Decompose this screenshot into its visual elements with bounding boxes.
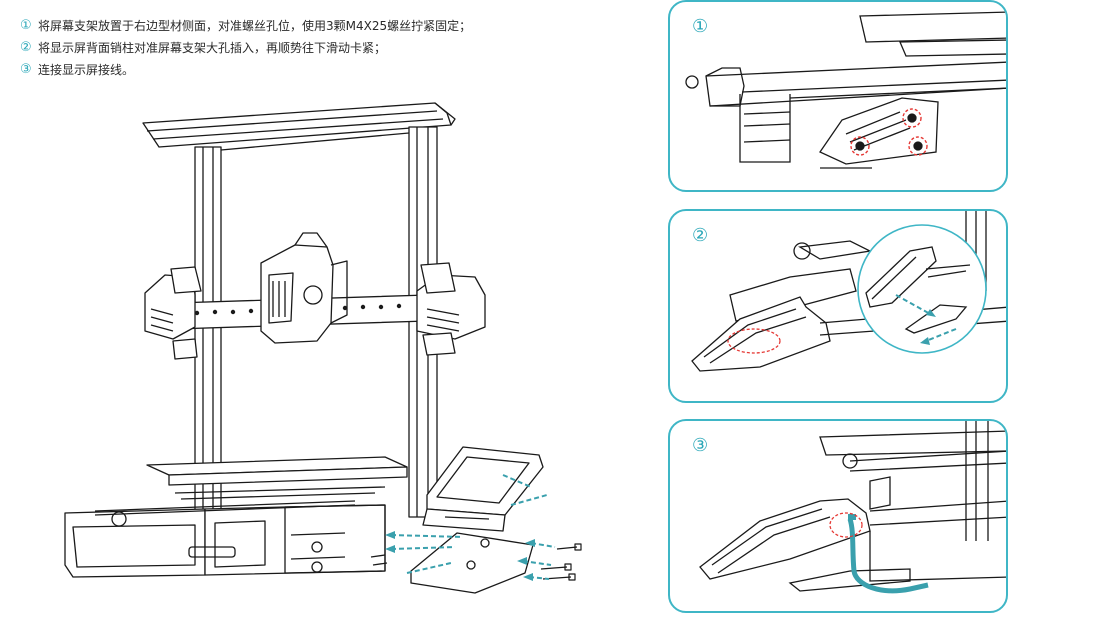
- detail-panel-1: ①: [668, 0, 1008, 192]
- cable-connect-detail: [699, 421, 1006, 594]
- step-2-number: ②: [20, 39, 32, 55]
- screen-mount-detail: [691, 211, 1006, 372]
- panel-2-badge: ②: [692, 225, 709, 246]
- step-1-number: ①: [20, 17, 32, 33]
- detail-panel-2: ②: [668, 209, 1008, 403]
- step-3: ③ 连接显示屏接线。: [20, 58, 640, 80]
- step-3-text: 连接显示屏接线。: [38, 62, 135, 77]
- step-2-text: 将显示屏背面销柱对准屏幕支架大孔插入，再顺势往下滑动卡紧；: [38, 40, 387, 55]
- panel-3-badge: ③: [692, 435, 709, 456]
- step-1-text: 将屏幕支架放置于右边型材侧面，对准螺丝孔位，使用3颗M4X25螺丝拧紧固定；: [38, 18, 472, 33]
- step-2: ② 将显示屏背面销柱对准屏幕支架大孔插入，再顺势往下滑动卡紧；: [20, 36, 640, 58]
- bracket-detail: [685, 11, 1006, 169]
- step-3-number: ③: [20, 61, 32, 77]
- instructions: ① 将屏幕支架放置于右边型材侧面，对准螺丝孔位，使用3颗M4X25螺丝拧紧固定；…: [20, 14, 640, 80]
- printer-illustration: [55, 95, 615, 620]
- detail-panel-3: ③: [668, 419, 1008, 613]
- step-1: ① 将屏幕支架放置于右边型材侧面，对准螺丝孔位，使用3颗M4X25螺丝拧紧固定；: [20, 14, 640, 36]
- panel-1-badge: ①: [692, 16, 709, 37]
